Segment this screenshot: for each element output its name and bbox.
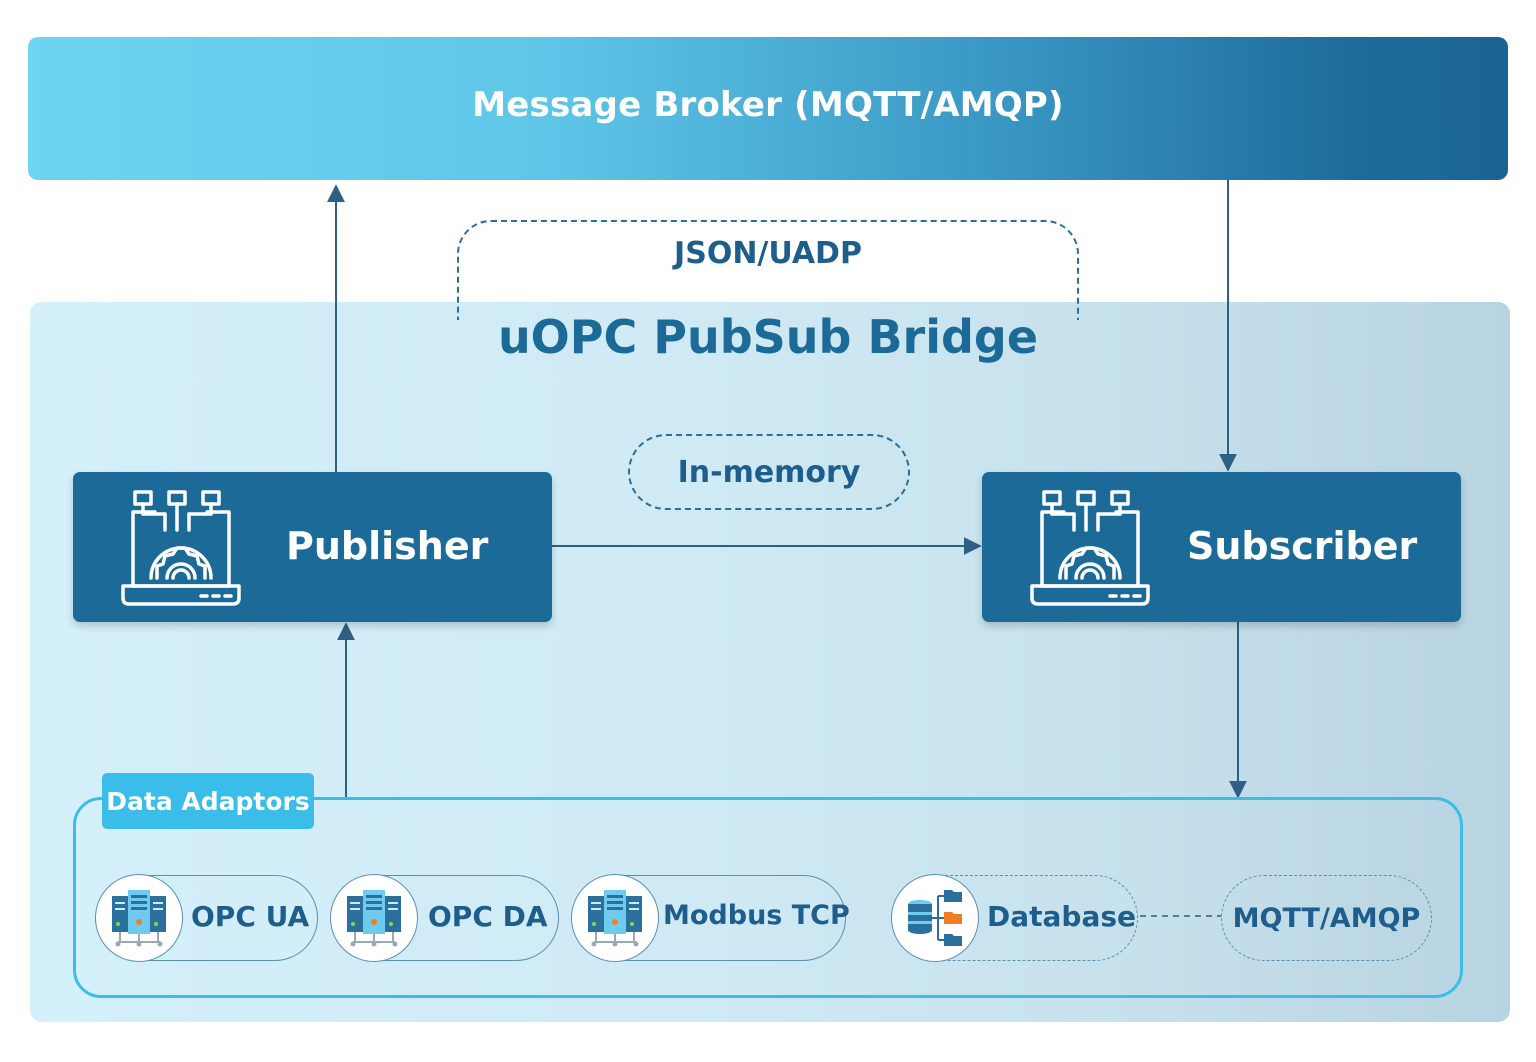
database-icon <box>891 874 979 962</box>
publisher-label: Publisher <box>286 524 489 568</box>
database-label: Database <box>987 900 1137 933</box>
subscriber-label: Subscriber <box>1187 524 1418 568</box>
server-icon <box>571 874 659 962</box>
subscriber-node: Subscriber <box>982 472 1461 622</box>
adaptor-label: OPC DA <box>428 900 548 933</box>
mqtt-amqp-label: MQTT/AMQP <box>1232 902 1421 934</box>
bridge-title: uOPC PubSub Bridge <box>497 310 1039 364</box>
in-memory-label: In-memory <box>677 454 861 490</box>
json-uadp-frame <box>457 220 1079 320</box>
adaptor-database: Database <box>891 874 1138 962</box>
server-icon <box>95 874 183 962</box>
data-adaptors-frame <box>73 797 1463 998</box>
adaptor-label: Modbus TCP <box>663 900 850 931</box>
publisher-node: Publisher <box>73 472 552 622</box>
data-adaptors-tab: Data Adaptors <box>102 773 314 829</box>
message-broker: Message Broker (MQTT/AMQP) <box>28 37 1508 180</box>
laptop-gear-icon <box>121 490 241 606</box>
json-uadp-label: JSON/UADP <box>674 236 862 271</box>
adaptor-mqtt-amqp: MQTT/AMQP <box>1221 875 1432 961</box>
laptop-gear-icon <box>1030 490 1150 606</box>
adaptor-opc-ua: OPC UA <box>95 874 318 962</box>
server-icon <box>330 874 418 962</box>
adaptor-label: OPC UA <box>191 900 310 933</box>
broker-title: Message Broker (MQTT/AMQP) <box>472 84 1064 125</box>
in-memory-frame: In-memory <box>628 434 910 510</box>
adaptor-opc-da: OPC DA <box>330 874 559 962</box>
data-adaptors-title: Data Adaptors <box>106 786 310 816</box>
adaptor-modbus-tcp: Modbus TCP <box>571 874 850 962</box>
